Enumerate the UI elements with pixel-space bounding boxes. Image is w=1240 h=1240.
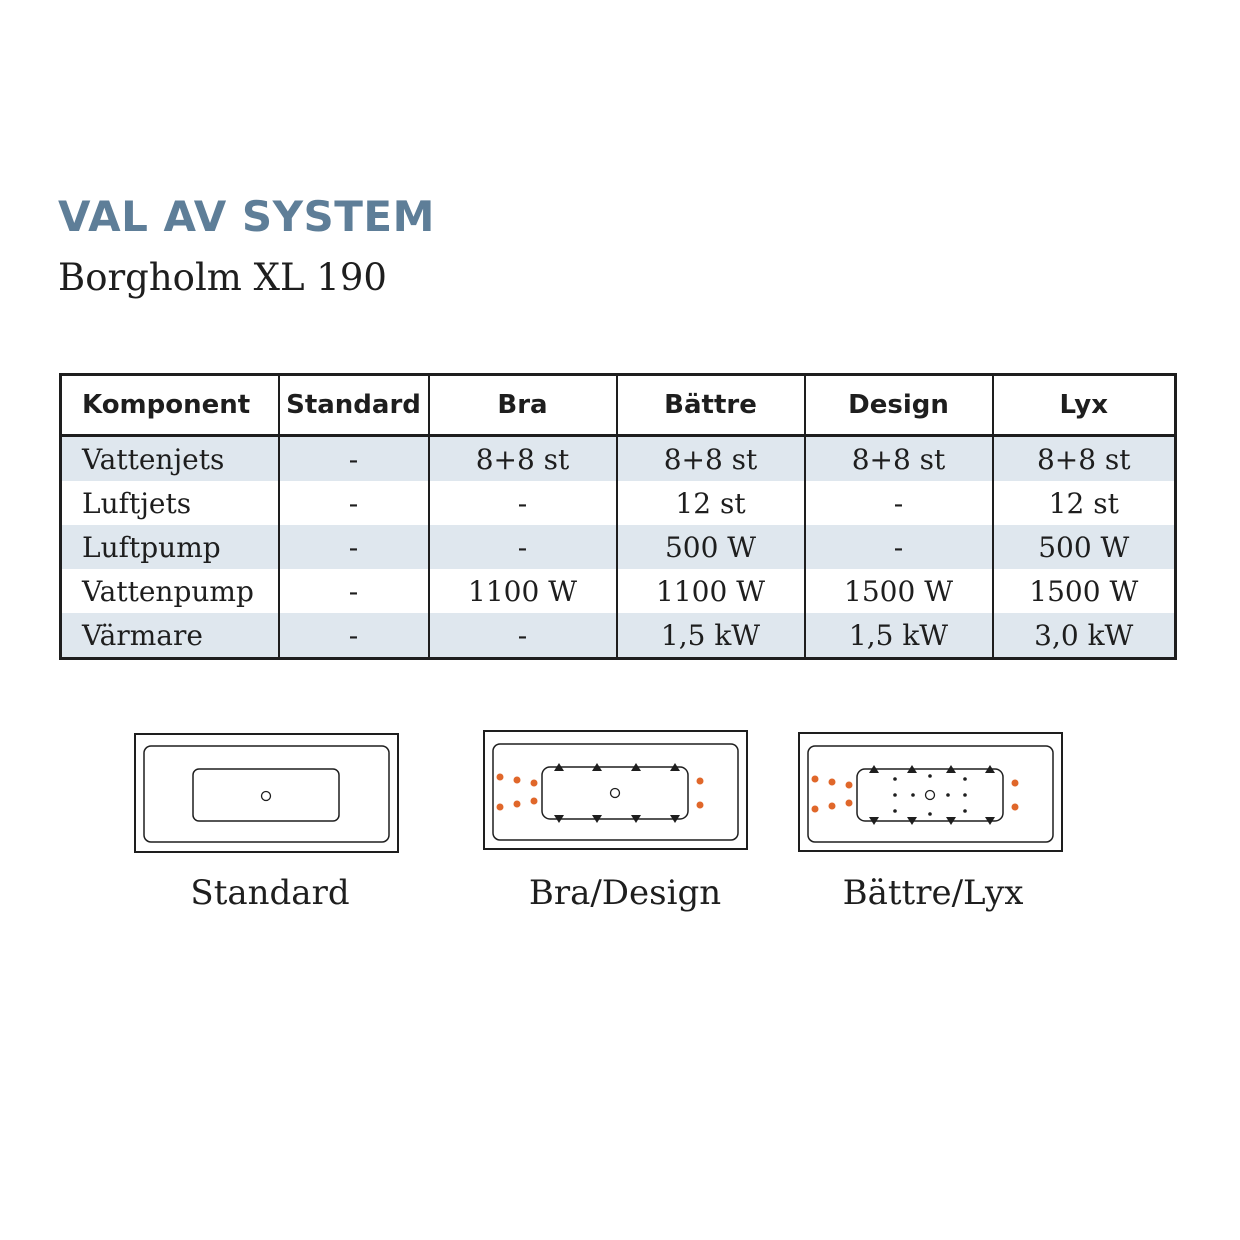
column-header-standard: Standard <box>277 374 429 437</box>
table-row: Värmare - - 1,5 kW 1,5 kW 3,0 kW <box>60 613 1176 659</box>
table-cell: - <box>427 525 617 569</box>
bathtub-standard-icon <box>134 733 399 853</box>
table-cell: 12 st <box>615 481 805 525</box>
table-cell: - <box>277 481 429 525</box>
row-label: Värmare <box>60 613 279 659</box>
table-cell: - <box>427 613 617 659</box>
product-name: Borgholm XL 190 <box>58 256 387 299</box>
table-cell: - <box>277 525 429 569</box>
table-row: Luftpump - - 500 W - 500 W <box>60 525 1176 569</box>
table-cell: 1100 W <box>427 569 617 613</box>
table-cell: 1,5 kW <box>615 613 805 659</box>
bathtub-bra-design-icon <box>483 730 748 850</box>
table-cell: 500 W <box>615 525 805 569</box>
diagram-label-battre-lyx: Bättre/Lyx <box>842 873 1024 913</box>
column-header-lyx: Lyx <box>991 374 1176 437</box>
table-cell: - <box>803 481 993 525</box>
table-cell: 1,5 kW <box>803 613 993 659</box>
table-row: Vattenpump - 1100 W 1100 W 1500 W 1500 W <box>60 569 1176 613</box>
table-row: Luftjets - - 12 st - 12 st <box>60 481 1176 525</box>
row-label: Vattenpump <box>60 569 279 613</box>
column-header-design: Design <box>803 374 993 437</box>
table-cell: 8+8 st <box>803 435 993 481</box>
row-label: Luftpump <box>60 525 279 569</box>
table-cell: 1500 W <box>991 569 1176 613</box>
table-row: Vattenjets - 8+8 st 8+8 st 8+8 st 8+8 st <box>60 435 1176 481</box>
table-cell: 1500 W <box>803 569 993 613</box>
table-cell: 12 st <box>991 481 1176 525</box>
table-cell: - <box>277 435 429 481</box>
bathtub-diagram-battre-lyx <box>798 730 1064 854</box>
row-label: Luftjets <box>60 481 279 525</box>
bathtub-diagram-standard <box>134 730 400 854</box>
column-header-komponent: Komponent <box>60 374 279 437</box>
table-header-row: Komponent Standard Bra Bättre Design Lyx <box>60 374 1176 437</box>
table-cell: - <box>277 569 429 613</box>
table-cell: 8+8 st <box>427 435 617 481</box>
bathtub-battre-lyx-icon <box>798 732 1063 852</box>
table-cell: - <box>427 481 617 525</box>
page-title: VAL AV SYSTEM <box>58 192 435 241</box>
table-cell: 3,0 kW <box>991 613 1176 659</box>
diagram-label-bra-design: Bra/Design <box>528 873 722 913</box>
column-header-battre: Bättre <box>615 374 805 437</box>
system-spec-table: Komponent Standard Bra Bättre Design Lyx… <box>59 373 1177 660</box>
table-cell: 500 W <box>991 525 1176 569</box>
table-cell: 8+8 st <box>615 435 805 481</box>
row-label: Vattenjets <box>60 435 279 481</box>
diagram-label-standard: Standard <box>190 873 350 913</box>
column-header-bra: Bra <box>427 374 617 437</box>
table-cell: - <box>277 613 429 659</box>
table-cell: 1100 W <box>615 569 805 613</box>
bathtub-diagram-bra-design <box>483 730 749 854</box>
table-cell: 8+8 st <box>991 435 1176 481</box>
table-cell: - <box>803 525 993 569</box>
